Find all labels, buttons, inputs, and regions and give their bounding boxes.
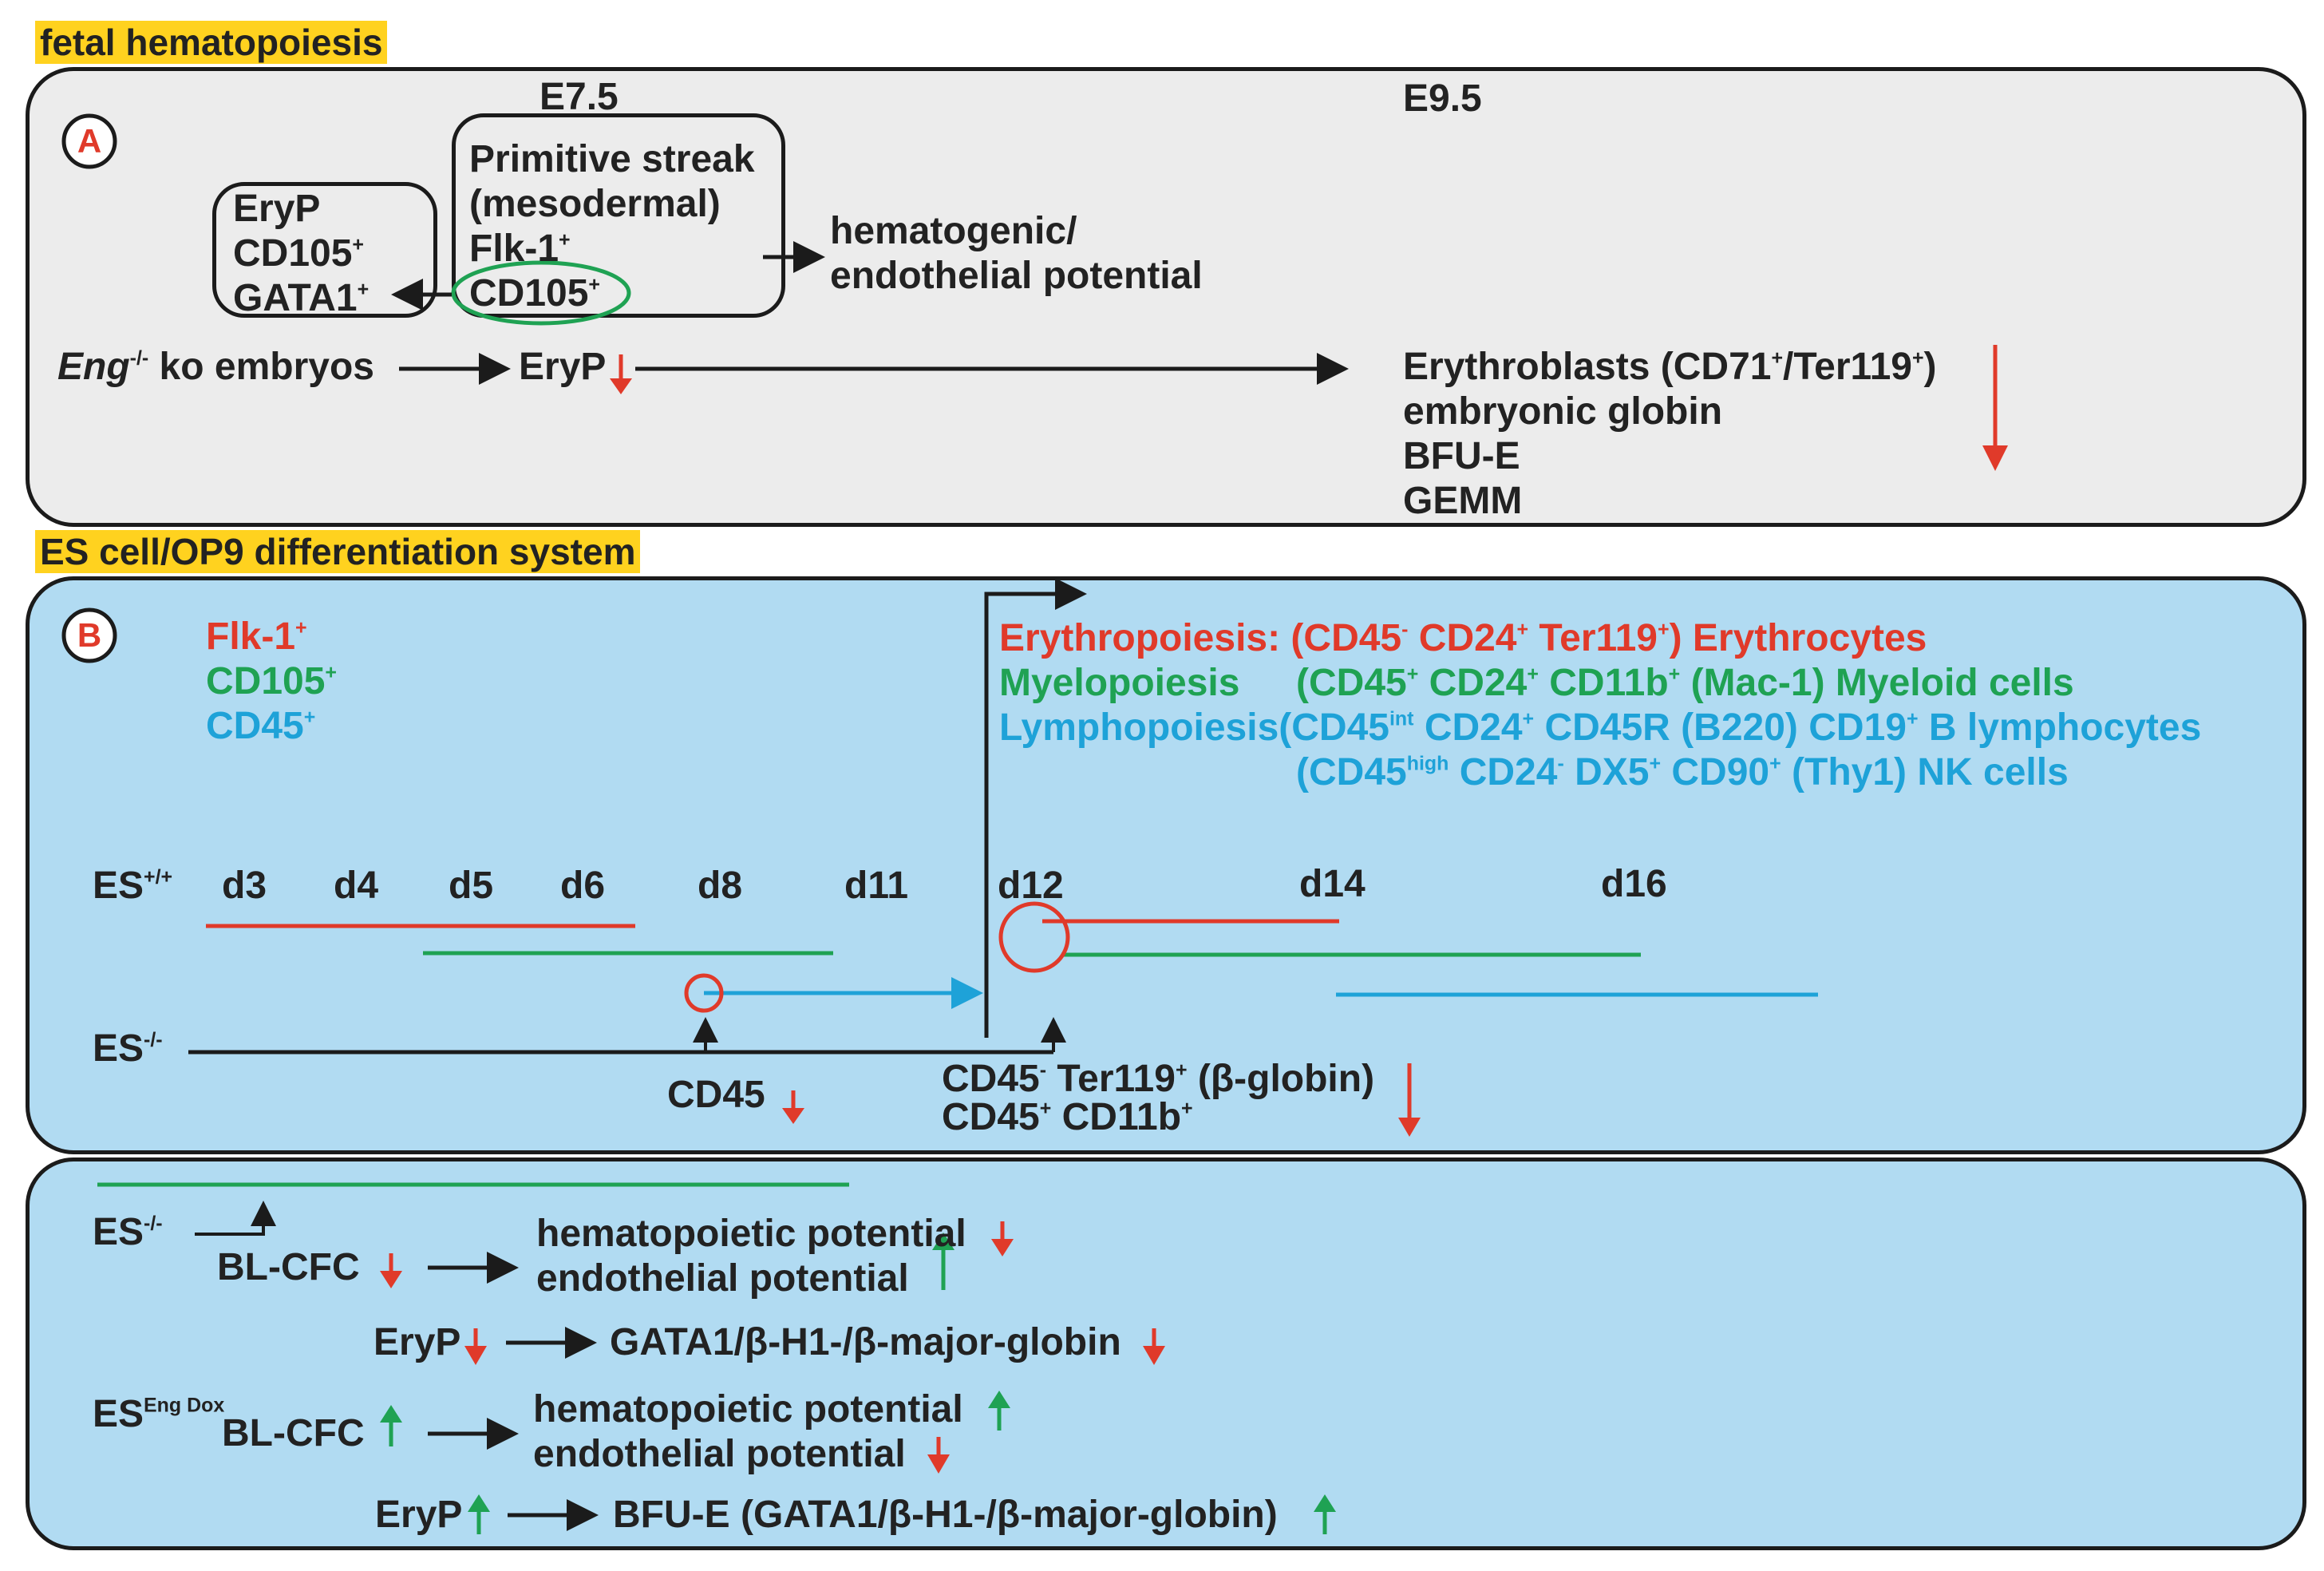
arrow-vertical-to-lineages [984,578,1087,1038]
endothelial-potential: endothelial potential [536,1257,909,1300]
up-arrow-green-icon [988,1391,1010,1431]
eryp-label: EryP [519,346,607,388]
ko-embryos: Eng-/- ko embryos [57,346,374,388]
down-arrow-red-icon [464,1328,487,1365]
panel-b [26,576,2306,1154]
myelopoiesis-text: (CD45+ CD24+ CD11b+ (Mac-1) Myeloid cell… [1296,662,2074,704]
section-title-fetal: fetal hematopoiesis [35,21,388,64]
erythropoiesis-text: Erythropoiesis: (CD45- CD24+ Ter119+) Er… [999,617,1927,659]
endothelial-potential-dox: endothelial potential [533,1433,906,1475]
down-arrow-red-icon [1398,1063,1421,1137]
cd45-ter119-text: CD45- Ter119+ (β-globin) CD45+ CD11b+ [942,1058,1375,1138]
blcfc-label-dox: BL-CFC [222,1412,365,1454]
day-d12: d12 [998,865,1064,907]
cd105-highlight-ellipse [451,260,631,326]
lymphopoiesis-text: Lymphopoiesis(CD45int CD24+ CD45R (B220)… [999,706,2202,749]
primitive-streak-box [452,113,785,318]
nk-cells-text: (CD45high CD24- DX5+ CD90+ (Thy1) NK cel… [1296,751,2069,793]
primitive-streak-text: Primitive streak (mesodermal) Flk-1+ CD1… [469,138,755,315]
label-a-circle [61,113,117,169]
d12-circle [998,901,1070,973]
day-d11: d11 [844,865,909,907]
potential-text: hematogenic/ endothelial potential [830,210,1203,297]
es-dox-label: ESEng Dox [93,1393,225,1435]
day-d14: d14 [1299,863,1366,905]
myelopoiesis-label: Myelopoiesis [999,662,1240,704]
legend-flk1: Flk-1+ [206,615,307,658]
legend: Flk-1+ CD105+ CD45+ [206,615,337,749]
blcfc-label: BL-CFC [217,1246,360,1288]
day-d3: d3 [222,865,267,907]
down-arrow-red-icon [782,1090,804,1124]
stage-e95: E9.5 [1403,77,1482,120]
panel-c [26,1157,2306,1550]
section-title-es: ES cell/OP9 differentiation system [35,530,641,573]
up-arrow-green-icon [1314,1494,1336,1534]
es-ko-bent-arrow [195,1201,276,1236]
legend-cd45: CD45+ [206,705,316,747]
gata1-globin: GATA1/β-H1-/β-major-globin [610,1321,1121,1363]
hematopoietic-potential: hematopoietic potential [536,1213,966,1255]
legend-cd105: CD105+ [206,660,337,702]
eryp-label-c: EryP [374,1321,461,1363]
label-b-circle [61,607,117,663]
day-d8: d8 [698,865,743,907]
day-d5: d5 [449,865,494,907]
stage-e75: E7.5 [540,76,619,118]
es-ko-label: ES-/- [93,1027,163,1070]
day-d16: d16 [1601,863,1667,905]
panel-b-label: B [77,616,102,654]
bfue-globin: BFU-E (GATA1/β-H1-/β-major-globin) [613,1494,1278,1536]
up-arrow-green-icon [380,1405,402,1446]
up-arrow-green-icon [932,1233,955,1290]
erythroblasts-text: Erythroblasts (CD71+/Ter119+) embryonic … [1403,346,1937,522]
hematopoietic-potential-dox: hematopoietic potential [533,1388,963,1431]
down-arrow-red-icon [610,354,632,394]
down-arrow-red-icon [380,1253,402,1288]
down-arrow-red-icon [1143,1328,1165,1365]
eryp-label-dox: EryP [375,1494,463,1536]
cd45-onset-circle [684,973,724,1013]
down-arrow-red-icon [991,1221,1014,1256]
up-arrow-green-icon [468,1494,490,1534]
eryp-box-text: EryP CD105+ GATA1+ [233,188,370,319]
eryp-box [212,182,437,318]
day-d4: d4 [334,865,379,907]
es-ko-label-c: ES-/- [93,1211,163,1253]
down-arrow-red-icon [927,1437,950,1474]
cd45-label: CD45 [667,1074,765,1116]
day-d6: d6 [560,865,606,907]
panel-a-label: A [77,122,102,160]
down-arrow-red-icon [1982,345,2008,471]
es-wildtype-label: ES+/+ [93,865,173,907]
